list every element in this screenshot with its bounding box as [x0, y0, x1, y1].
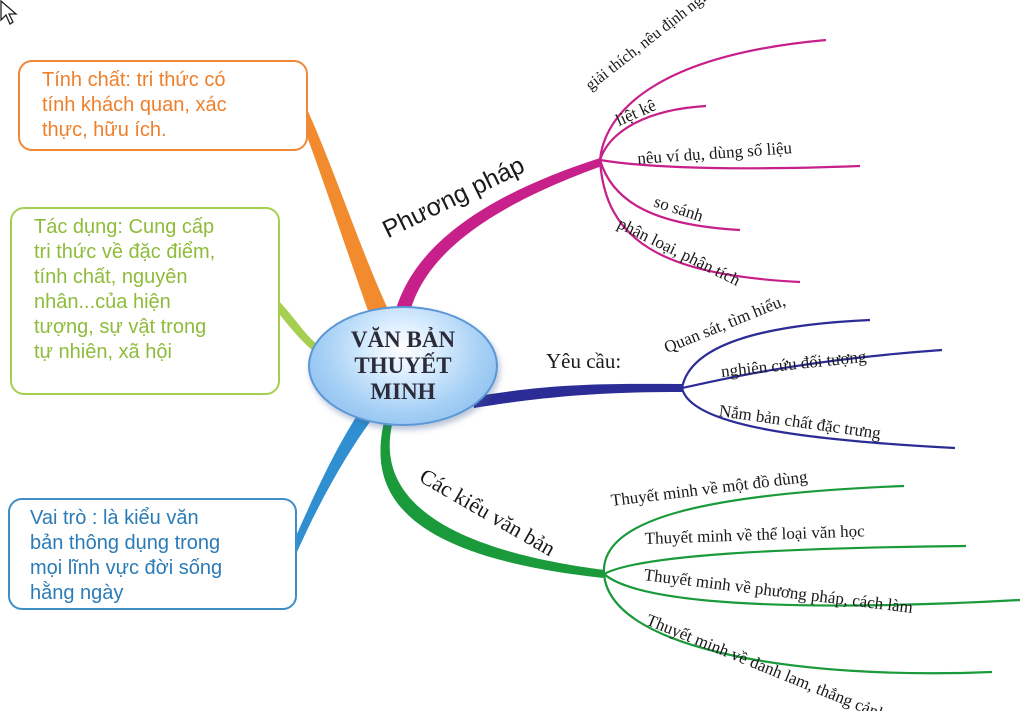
pp-sub-line-1 — [598, 38, 827, 161]
blue-connector — [292, 408, 375, 552]
center-title-line-1: VĂN BẢN — [350, 327, 456, 352]
tinh-chat-line-1: Tính chất: tri thức có — [42, 69, 226, 91]
pp-sub-line-2 — [598, 104, 707, 161]
tac-dung-line-1: Tác dụng: Cung cấp — [34, 216, 215, 238]
yc-sub-line-2 — [681, 348, 943, 390]
tac-dung-line-5: tượng, sự vật trong — [34, 316, 207, 338]
vai-tro-line-1: Vai trò : là kiểu văn — [30, 507, 199, 529]
vai-tro-line-3: mọi lĩnh vực đời sống — [30, 557, 223, 579]
pp-sub-line-5 — [598, 159, 801, 284]
yeu-cau-branch — [472, 383, 682, 408]
tinh-chat-box: Tính chất: tri thức có tính khách quan, … — [18, 60, 308, 151]
orange-connector — [300, 100, 392, 322]
tac-dung-line-3: tính chất, nguyên — [34, 266, 188, 288]
lime-connector — [276, 300, 318, 350]
ck-sub-line-3 — [603, 573, 1021, 607]
center-node: VĂN BẢN THUYẾT MINH — [308, 306, 498, 426]
cac-kieu-sub-branches — [602, 484, 1021, 675]
tinh-chat-line-2: tính khách quan, xác — [42, 94, 227, 116]
tac-dung-line-4: nhân...của hiện — [34, 291, 171, 313]
ck-sub-line-1 — [602, 484, 905, 575]
phuong-phap-sub-branches — [598, 38, 861, 284]
yc-sub-line-3 — [680, 387, 956, 450]
pp-sub-line-3 — [599, 158, 861, 170]
yc-sub-line-1 — [680, 318, 871, 389]
ck-sub-line-2 — [603, 544, 967, 575]
vai-tro-box: Vai trò : là kiểu văn bản thông dụng tro… — [8, 498, 297, 610]
cac-kieu-branch — [380, 422, 605, 578]
ck-sub-line-4 — [602, 573, 993, 675]
vai-tro-line-2: bản thông dụng trong — [30, 532, 221, 554]
yeu-cau-sub-branches — [680, 318, 956, 450]
yeu-cau-label: Yêu cầu: — [546, 349, 622, 373]
center-title-line-3: MINH — [370, 379, 436, 404]
tac-dung-box: Tác dụng: Cung cấp tri thức về đặc điểm,… — [10, 207, 280, 395]
tinh-chat-line-3: thực, hữu ích. — [42, 119, 167, 141]
mouse-cursor-icon — [0, 0, 18, 25]
vai-tro-line-4: hằng ngày — [30, 582, 124, 604]
pp-sub-line-4 — [598, 159, 741, 232]
tac-dung-line-2: tri thức về đặc điểm, — [34, 241, 216, 263]
center-title-line-2: THUYẾT — [354, 353, 452, 378]
tac-dung-line-6: tự nhiên, xã hội — [34, 341, 172, 363]
